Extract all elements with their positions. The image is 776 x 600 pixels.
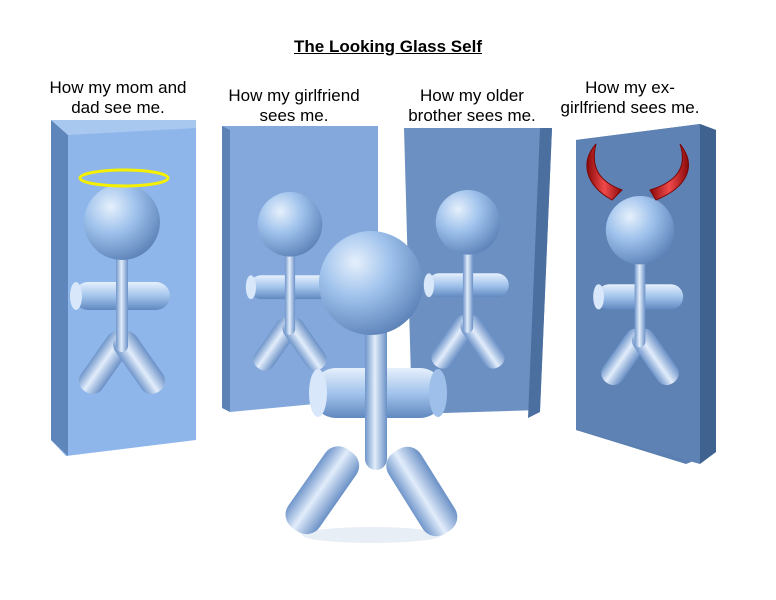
caption-older-brother: How my older brother sees me. bbox=[408, 86, 536, 125]
caption-ex-girlfriend: How my ex- girlfriend sees me. bbox=[560, 78, 700, 117]
caption-parents: How my mom and dad see me. bbox=[49, 78, 187, 117]
halo bbox=[78, 168, 170, 188]
caption-girlfriend: How my girlfriend sees me. bbox=[228, 86, 360, 125]
figure-self bbox=[285, 231, 458, 543]
devil-horns bbox=[586, 143, 689, 201]
diagram-title: The Looking Glass Self bbox=[294, 37, 482, 56]
mirror-girlfriend bbox=[222, 126, 378, 412]
